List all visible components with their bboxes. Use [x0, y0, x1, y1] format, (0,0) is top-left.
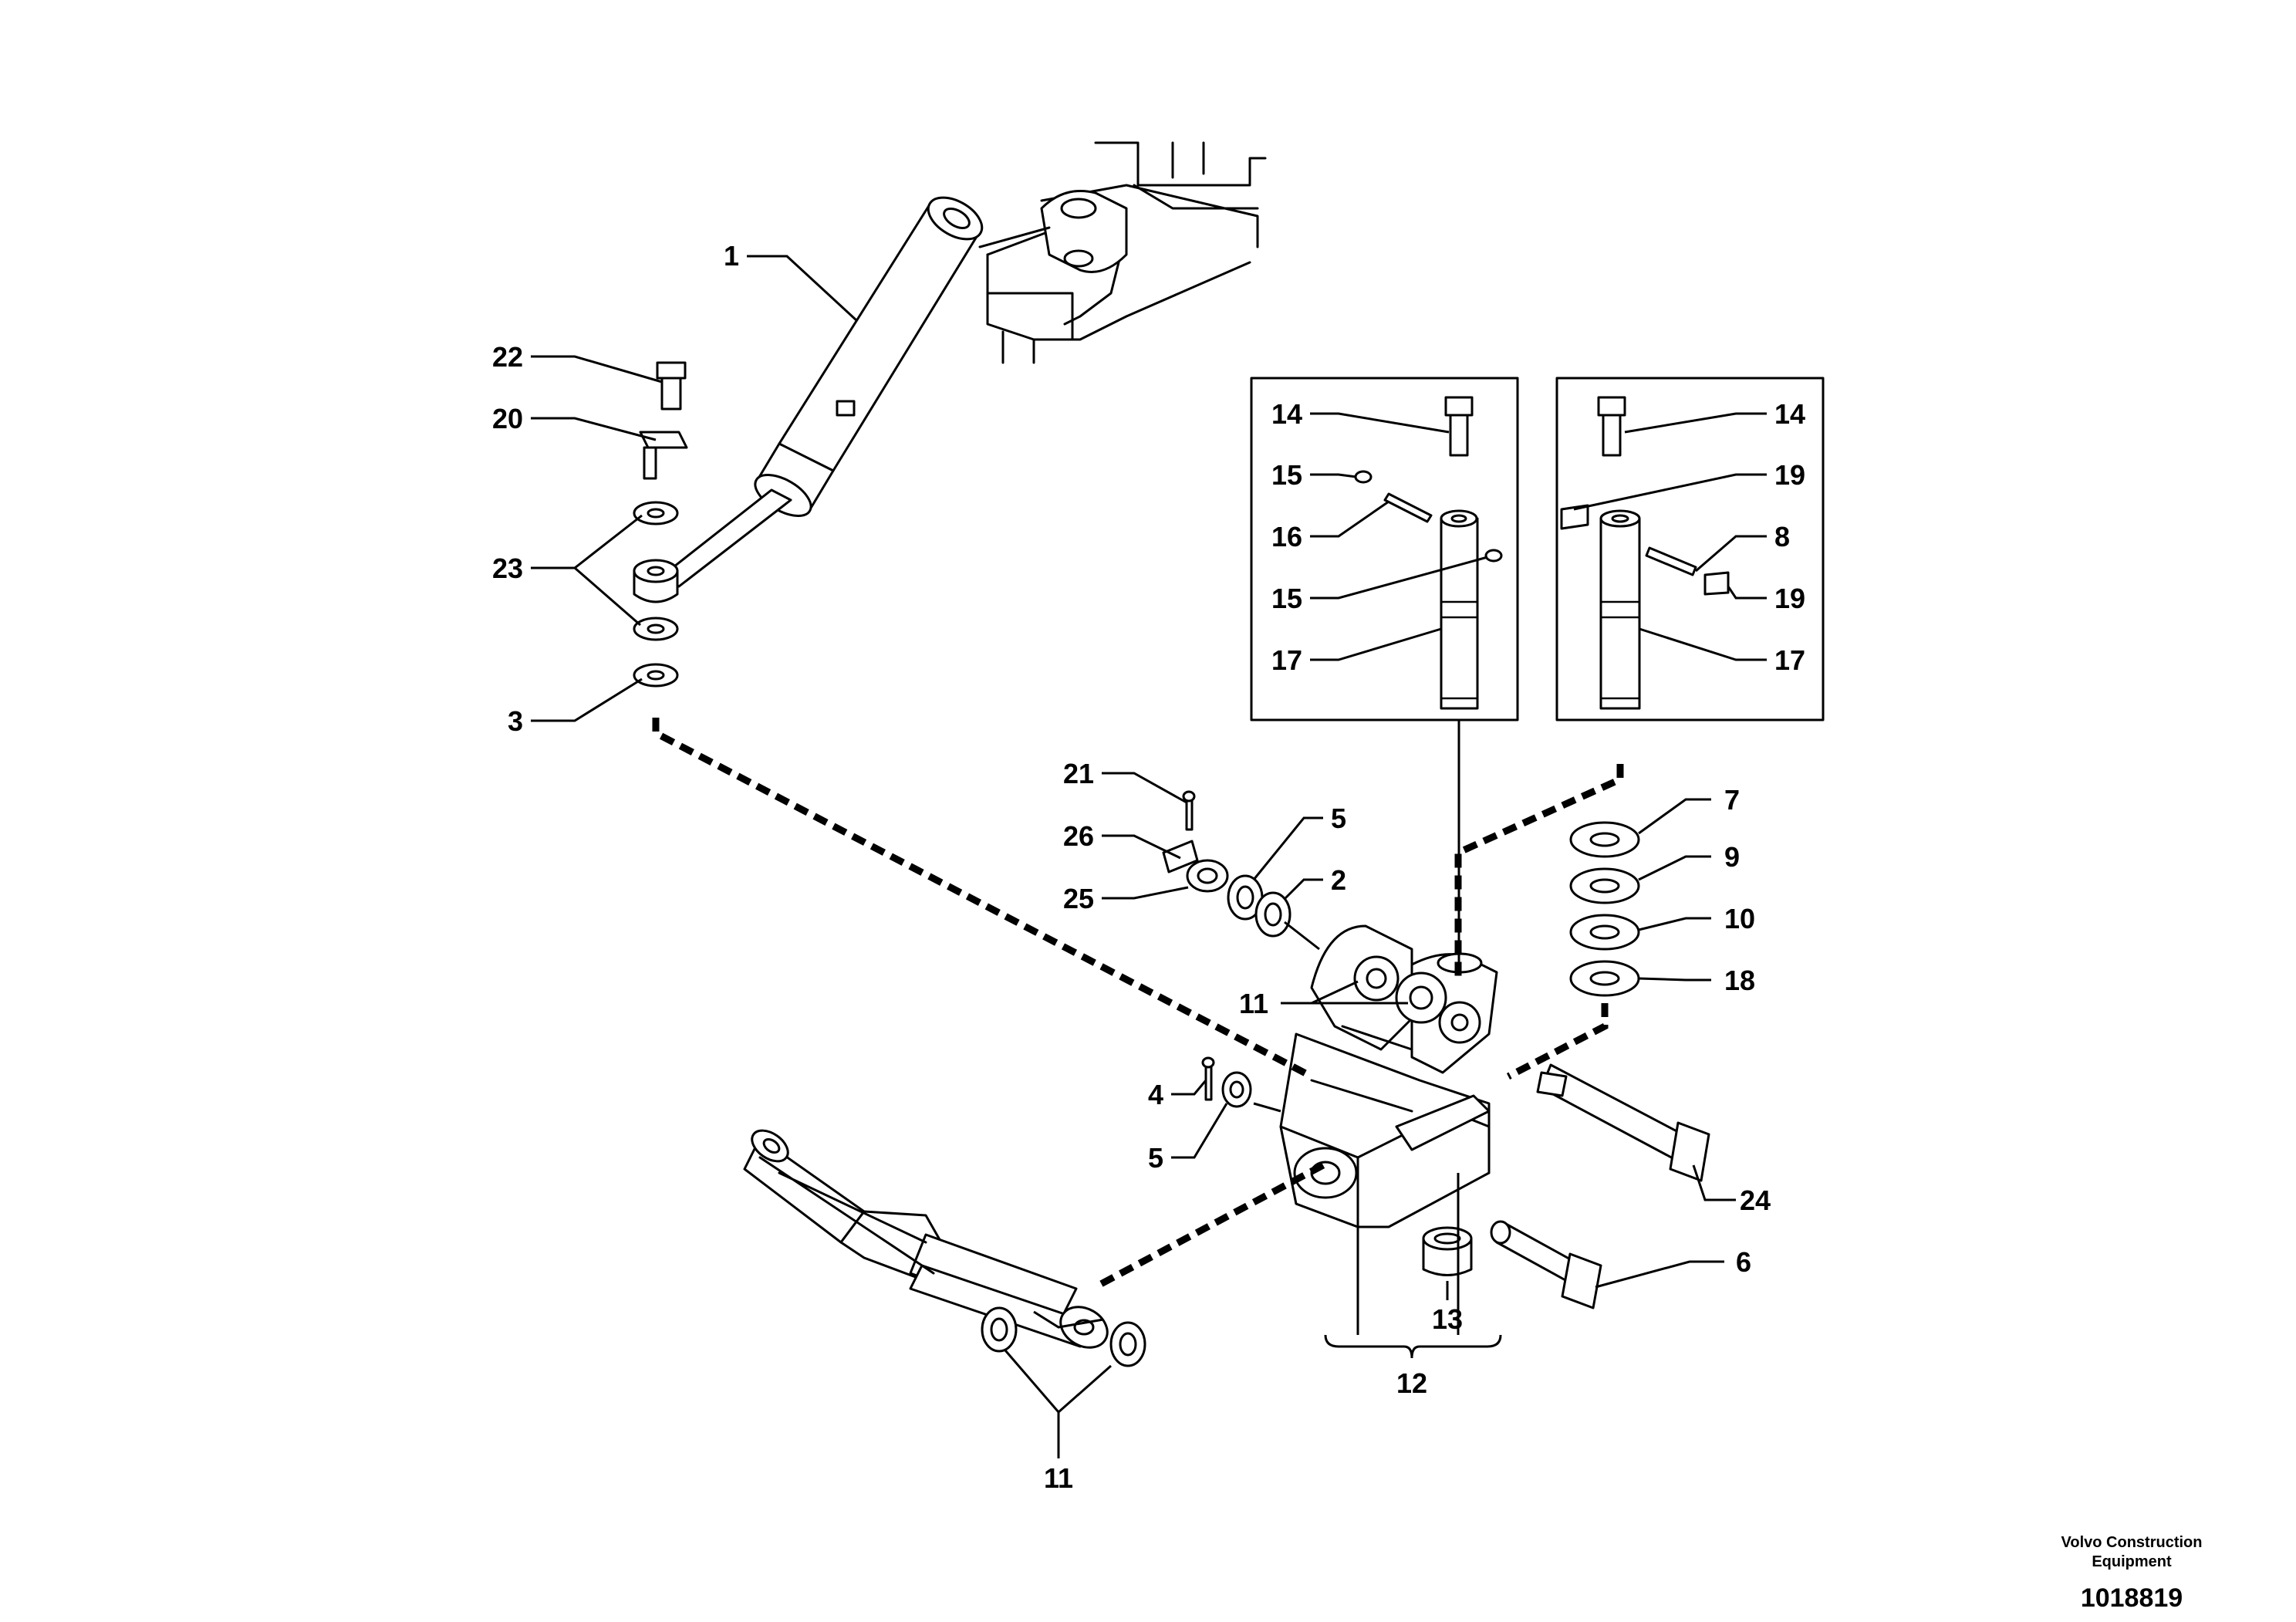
callout-10: 10	[1724, 903, 1755, 934]
callout-1: 1	[724, 240, 739, 272]
callout-20: 20	[492, 403, 523, 434]
assembly-path-lines	[652, 718, 1624, 1288]
callout-11-cylinder: 11	[1044, 1462, 1073, 1494]
callout-3: 3	[508, 705, 523, 737]
callout-26: 26	[1063, 820, 1094, 852]
cotter-pin-and-washer	[1201, 1056, 1252, 1108]
callout-15-upper: 15	[1271, 459, 1302, 491]
callout-17-left: 17	[1271, 644, 1302, 676]
callout-5-lower: 5	[1148, 1142, 1163, 1174]
detail-box-left	[1250, 377, 1519, 721]
hydraulic-cylinder-lower	[743, 1129, 1146, 1367]
callout-19-upper: 19	[1774, 459, 1805, 491]
callout-18: 18	[1724, 965, 1755, 996]
callout-8: 8	[1774, 521, 1790, 552]
pivot-pin-24	[1536, 1063, 1710, 1182]
callout-19-lower: 19	[1774, 583, 1805, 614]
drawing-number: 1018819	[2081, 1583, 2183, 1613]
drawing-footer: Volvo Construction Equipment 1018819	[2061, 1534, 2203, 1613]
pivot-pin-6	[1490, 1220, 1602, 1309]
callout-25: 25	[1063, 883, 1094, 914]
callout-21: 21	[1063, 758, 1094, 789]
callout-11-bracket: 11	[1239, 988, 1268, 1019]
callout-22: 22	[492, 341, 523, 373]
callout-14-right: 14	[1774, 398, 1805, 430]
callout-labels: 1 22 20 23 3 14 15 16 15 17 14 19 8 19 1…	[492, 240, 1805, 1494]
callout-15-lower: 15	[1271, 583, 1302, 614]
callout-12: 12	[1396, 1367, 1427, 1399]
callout-4: 4	[1148, 1079, 1163, 1110]
callout-6: 6	[1736, 1246, 1751, 1278]
leader-lines	[531, 255, 1767, 1458]
callout-14-left: 14	[1271, 398, 1302, 430]
bolt-and-lock-plate	[639, 361, 688, 480]
callout-24: 24	[1740, 1184, 1771, 1216]
machine-frame-fragment	[986, 141, 1267, 364]
callout-7: 7	[1724, 784, 1740, 816]
callout-5-upper: 5	[1331, 803, 1346, 834]
company-name-line2: Equipment	[2092, 1553, 2172, 1570]
bushing-13	[1422, 1226, 1473, 1276]
callout-9: 9	[1724, 841, 1740, 873]
callout-16: 16	[1271, 521, 1302, 552]
retaining-hardware	[1162, 790, 1292, 938]
eye-bushing-assembly	[633, 501, 679, 688]
callout-2: 2	[1331, 864, 1346, 896]
washer-stack	[1569, 821, 1640, 997]
swing-bracket	[1279, 924, 1498, 1228]
callout-17-right: 17	[1774, 644, 1805, 676]
company-name-line1: Volvo Construction	[2061, 1534, 2203, 1551]
detail-box-right	[1555, 377, 1825, 721]
callout-13: 13	[1432, 1303, 1463, 1335]
hydraulic-cylinder-upper	[662, 196, 1051, 588]
callout-23: 23	[492, 552, 523, 584]
